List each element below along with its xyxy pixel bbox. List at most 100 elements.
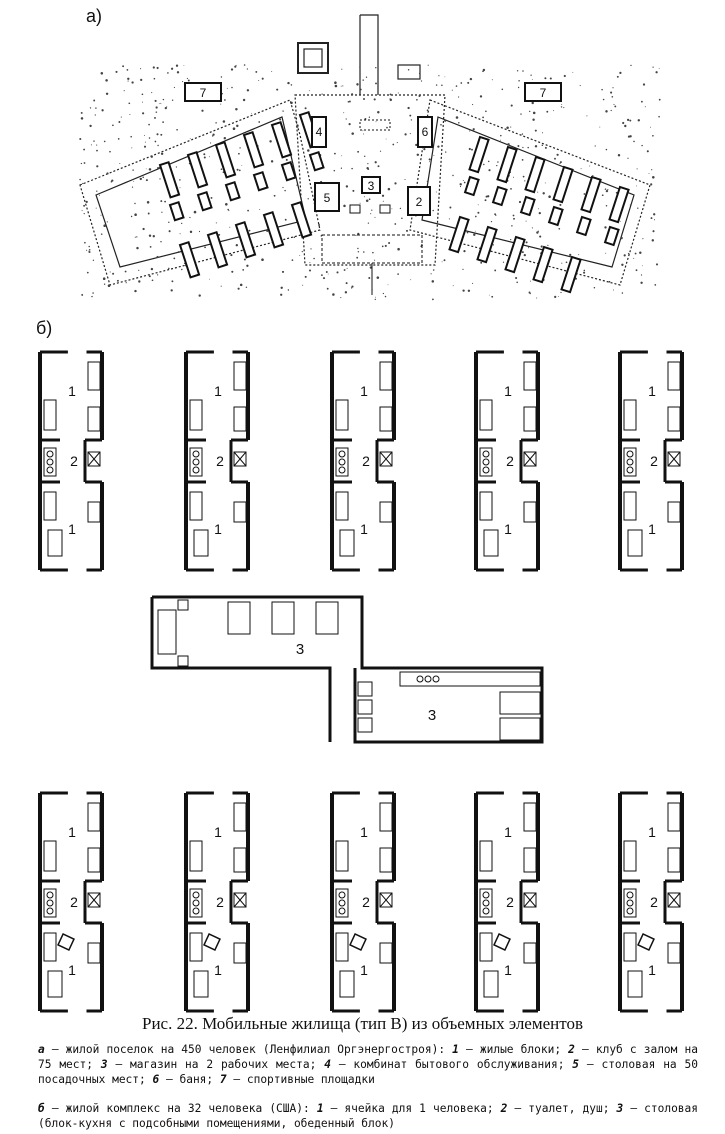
legend-a-2: — клуб с залом на 75 мест; xyxy=(38,1043,698,1071)
services-building xyxy=(311,116,327,148)
unit-room-label-2: 2 xyxy=(70,453,78,469)
dwelling-block xyxy=(496,145,518,184)
unit-room-label-1: 1 xyxy=(360,521,368,537)
unit-room-label-1: 1 xyxy=(214,962,222,978)
unit-room-label-2: 2 xyxy=(650,894,658,910)
dwelling-block xyxy=(262,210,285,249)
dwelling-block xyxy=(580,175,602,214)
legend-b-2-key: 2 xyxy=(500,1102,508,1115)
club-building xyxy=(407,186,431,216)
unit-room-label-1: 1 xyxy=(68,383,76,399)
unit-room-label-1: 1 xyxy=(68,521,76,537)
unit-room-label-1: 1 xyxy=(648,521,656,537)
dwelling-block xyxy=(603,225,620,247)
legend-panel-b: б — жилой комплекс на 32 человека (США):… xyxy=(38,1101,698,1131)
dwelling-unit-plan: 1 2 1 xyxy=(184,791,250,1013)
legend-a-6-key: 6 xyxy=(152,1073,160,1086)
dwelling-unit-plan: 121 xyxy=(618,791,684,1013)
dwelling-block xyxy=(476,225,498,264)
unit-room-label-1: 1 xyxy=(504,962,512,978)
legend-b-text: — жилой комплекс на 32 человека (США): xyxy=(44,1102,317,1115)
dwelling-block xyxy=(214,140,237,179)
dwelling-block xyxy=(206,230,229,269)
canteen-building xyxy=(314,182,340,212)
panel-b-label: б) xyxy=(36,318,53,338)
dwelling-unit-plan: 1 2 1 xyxy=(330,791,396,1013)
unit-room-label-1: 1 xyxy=(648,383,656,399)
legend-a-1: — жилые блоки; xyxy=(458,1043,569,1056)
unit-room-label-1: 1 xyxy=(504,521,512,537)
dwelling-block xyxy=(560,255,582,294)
settlement-site-plan: 7 7 4 6 5 3 2 xyxy=(79,14,661,301)
dwelling-block xyxy=(270,120,293,159)
legend-a-key: а xyxy=(38,1043,45,1056)
dwelling-block xyxy=(491,185,508,207)
sports-ground-right xyxy=(524,82,562,102)
legend-a-1-key: 1 xyxy=(452,1043,459,1056)
legend-b-3: — столовая (блок-кухня с подсобными поме… xyxy=(38,1102,699,1130)
unit-room-label-1: 1 xyxy=(360,962,368,978)
legend-b-1-key: 1 xyxy=(316,1102,324,1115)
unit-room-label-1: 1 xyxy=(648,962,656,978)
dwelling-block xyxy=(468,135,490,174)
unit-room-label-2: 2 xyxy=(362,894,370,910)
dwelling-block xyxy=(280,160,297,182)
sports-ground-left xyxy=(184,82,222,102)
unit-room-label-1: 1 xyxy=(504,824,512,840)
unit-room-label-2: 2 xyxy=(506,453,514,469)
unit-room-label-1: 1 xyxy=(214,383,222,399)
dwelling-unit-plan: 1 2 1 xyxy=(38,791,104,1013)
dwelling-unit-plan: 1 2 1 xyxy=(474,791,540,1013)
unit-room-label-1: 1 xyxy=(68,824,76,840)
unit-room-label-2: 2 xyxy=(70,894,78,910)
unit-room-label-2: 2 xyxy=(216,894,224,910)
unit-room-label-2: 2 xyxy=(506,894,514,910)
dwelling-block xyxy=(186,150,209,189)
dwelling-unit-plan: 1 2 1 xyxy=(330,350,396,572)
dwelling-block xyxy=(532,245,554,284)
building-label-4: 4 xyxy=(316,125,323,139)
unit-room-label-1: 1 xyxy=(360,824,368,840)
dwelling-block xyxy=(308,150,325,172)
dwelling-block xyxy=(504,235,526,274)
legend-a-5-key: 5 xyxy=(572,1058,580,1071)
unit-room-label-1: 1 xyxy=(68,962,76,978)
unit-room-label-1: 1 xyxy=(360,383,368,399)
dwelling-block xyxy=(547,205,564,227)
dwelling-block xyxy=(448,215,470,254)
dwelling-block xyxy=(608,185,630,224)
dwelling-block xyxy=(575,215,592,237)
dwelling-block xyxy=(524,155,546,194)
legend-a-3: — магазин на 2 рабочих места; xyxy=(107,1058,325,1071)
unit-room-label-1: 1 xyxy=(504,383,512,399)
dwelling-block xyxy=(463,175,480,197)
legend-b-2: — туалет, душ; xyxy=(507,1102,617,1115)
building-label-7-left: 7 xyxy=(200,86,207,100)
legend-b-key: б xyxy=(38,1102,45,1115)
unit-room-label-1: 1 xyxy=(214,824,222,840)
legend-a-2-key: 2 xyxy=(568,1043,575,1056)
dwelling-block xyxy=(224,180,241,202)
dwelling-block xyxy=(158,160,181,199)
dwelling-unit-plan: 1 2 1 xyxy=(474,350,540,572)
legend-b-1: — ячейка для 1 человека; xyxy=(323,1102,501,1115)
bathhouse-building xyxy=(417,116,433,148)
figure-caption-title: Рис. 22. Мобильные жилища (тип В) из объ… xyxy=(142,1014,583,1033)
legend-a-3-key: 3 xyxy=(100,1058,108,1071)
unit-room-label-2: 2 xyxy=(362,453,370,469)
unit-room-label-2: 2 xyxy=(650,453,658,469)
legend-panel-a: а — жилой поселок на 450 человек (Ленфил… xyxy=(38,1042,698,1087)
dwelling-block xyxy=(242,130,265,169)
legend-a-4-key: 4 xyxy=(324,1058,331,1071)
legend-a-7-key: 7 xyxy=(219,1073,227,1086)
legend-a-4: — комбинат бытового обслуживания; xyxy=(330,1058,573,1071)
shop-building xyxy=(361,176,381,194)
dwelling-block xyxy=(252,170,269,192)
legend-a-6: — баня; xyxy=(159,1073,220,1086)
dwelling-unit-plan: 121 xyxy=(184,350,250,572)
dwelling-block xyxy=(178,240,201,279)
dwelling-block xyxy=(290,200,313,239)
building-label-2: 2 xyxy=(416,195,423,209)
building-label-5: 5 xyxy=(324,191,331,205)
